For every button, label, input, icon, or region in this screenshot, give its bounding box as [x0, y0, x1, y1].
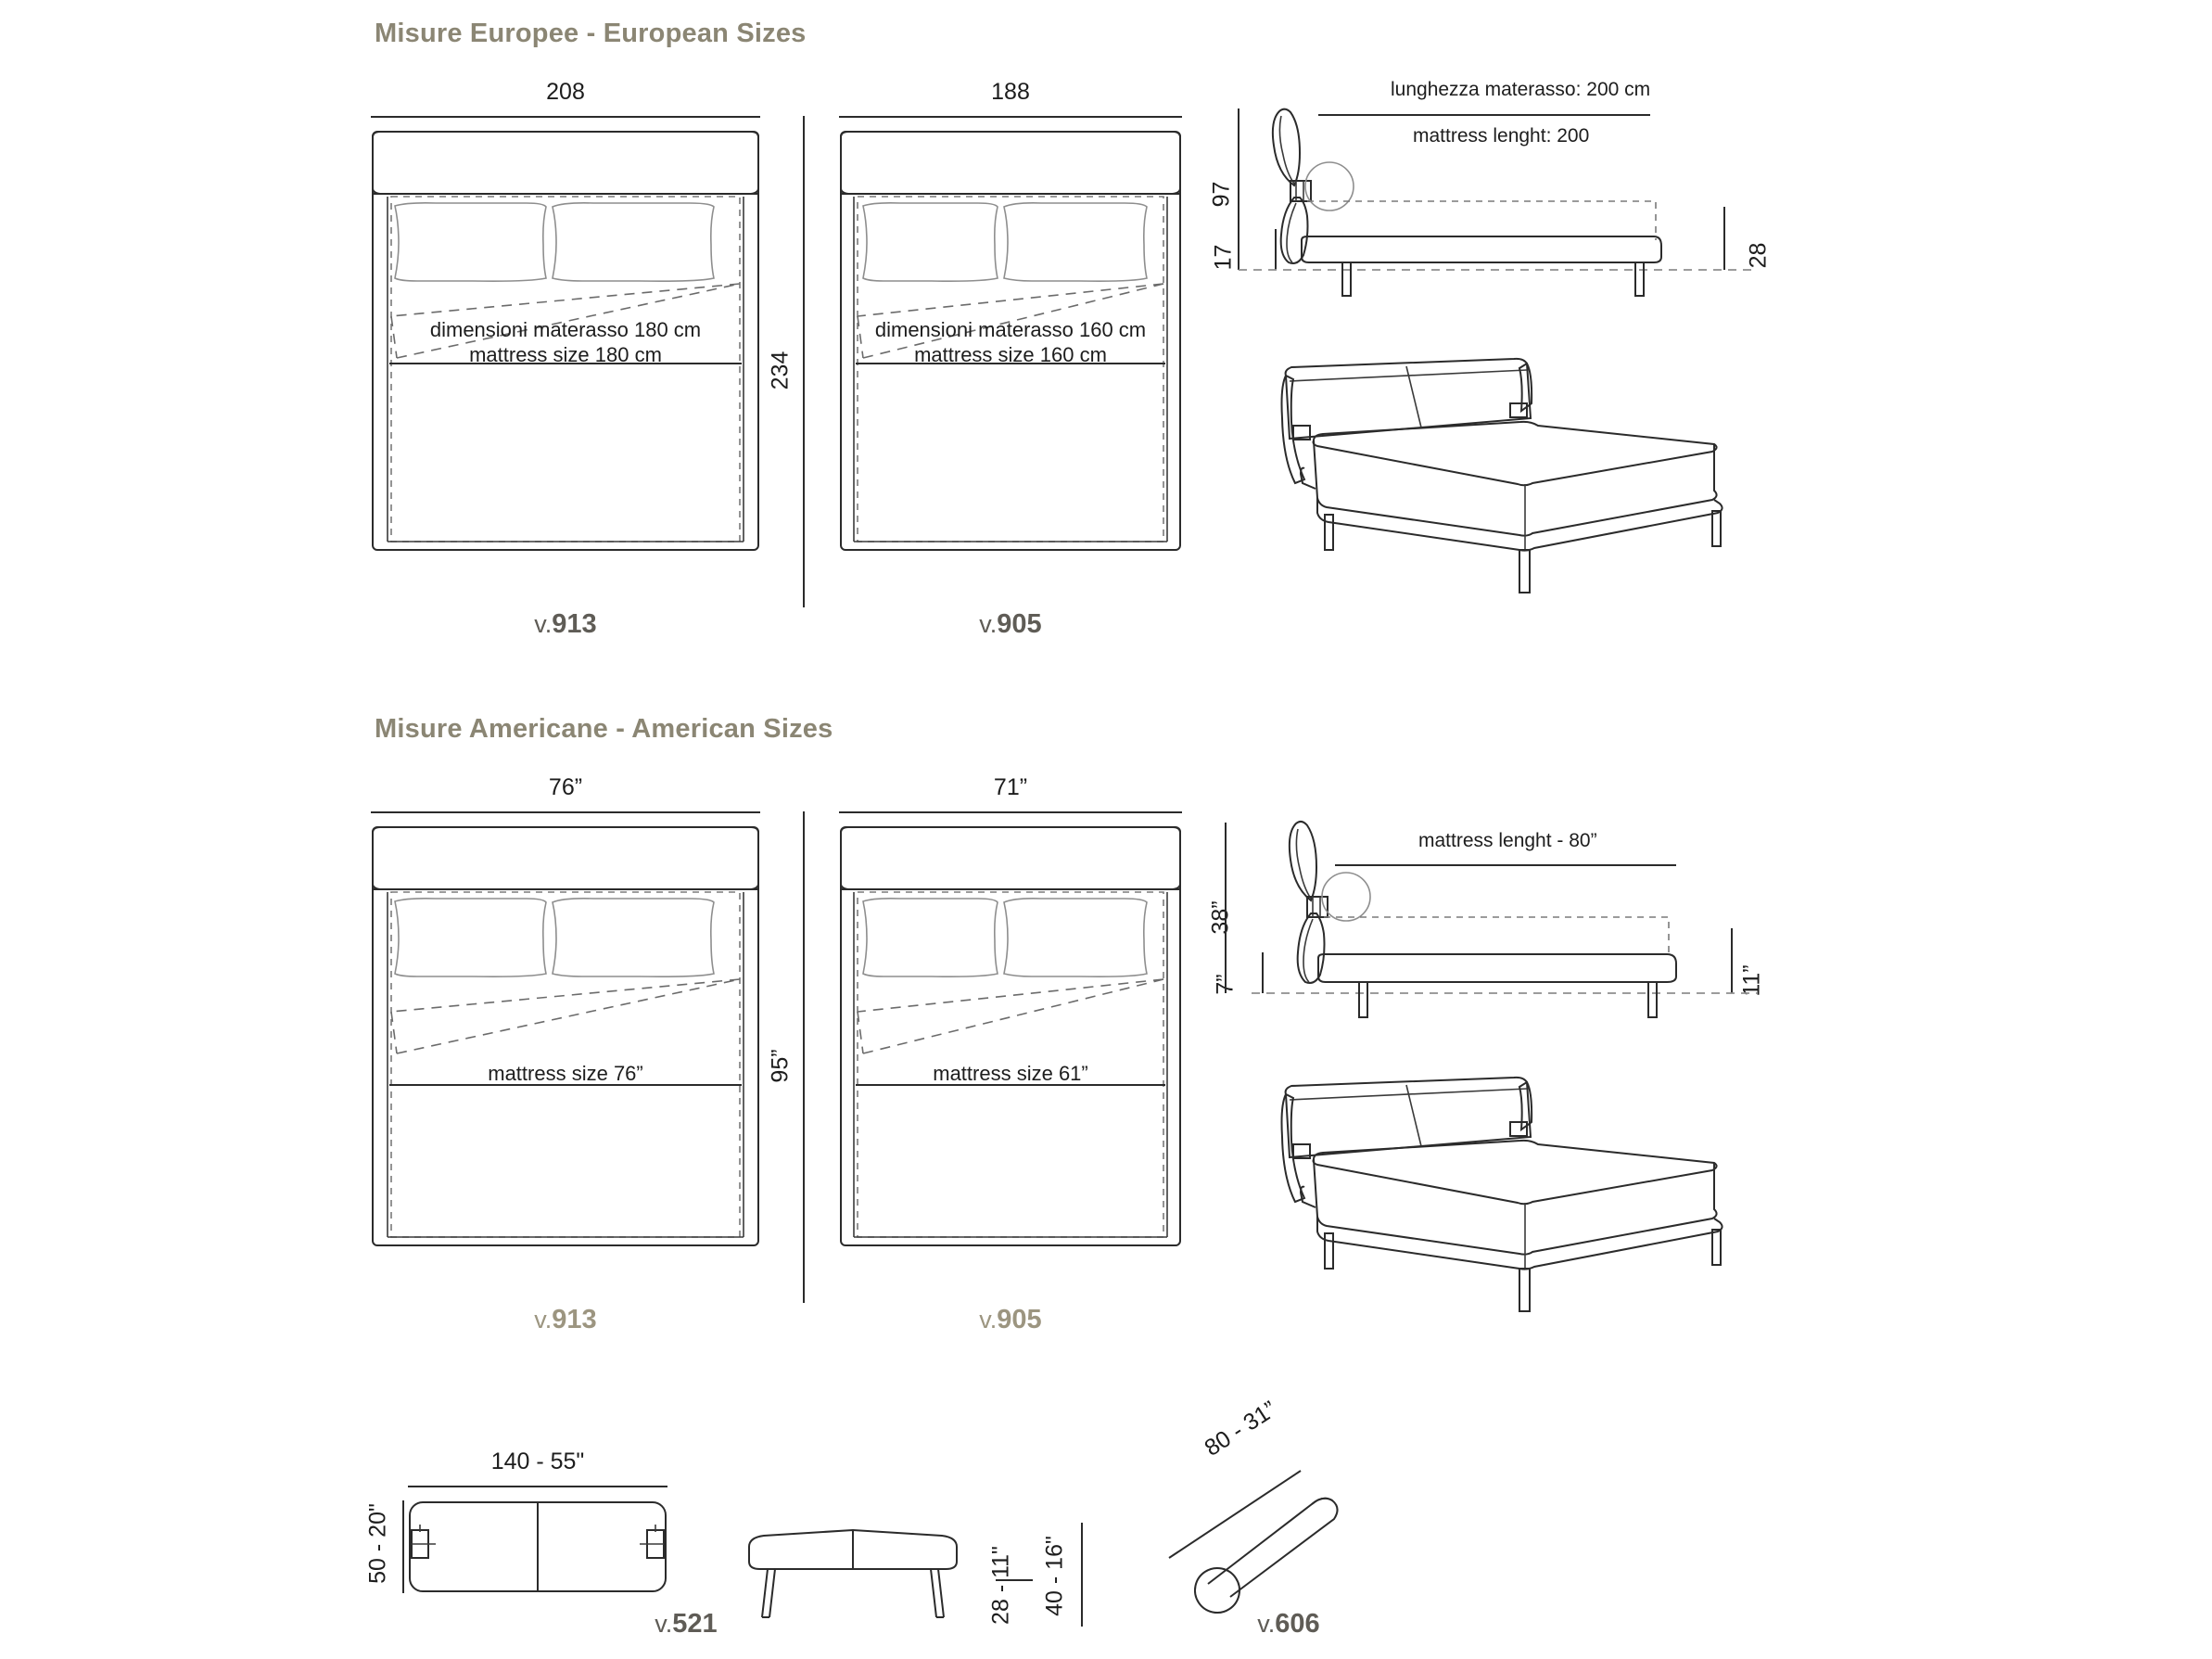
plan-view-eu-913: 208 dimensioni materasso 180 cm mattress…	[371, 79, 760, 639]
dim-width-eu-905: 188	[991, 79, 1030, 105]
code-number: 913	[552, 1305, 597, 1334]
dim-width-eu-913: 208	[546, 79, 585, 105]
dim-line-width-eu-905	[839, 116, 1182, 118]
bolster-drawing	[1168, 1470, 1339, 1614]
dim-line-bench-seat-height	[996, 1579, 1033, 1581]
dim-line-width-us-905	[839, 811, 1182, 813]
section-title-american: Misure Americane - American Sizes	[375, 714, 833, 744]
bed-plan-drawing-eu-913	[372, 131, 759, 551]
code-prefix: v.	[655, 1610, 673, 1638]
bench-plan-view: 140 - 55"	[408, 1448, 667, 1595]
dim-line-depth-eu	[803, 116, 805, 607]
plan-view-us-905: 71” mattress size 61” v.905	[839, 774, 1182, 1334]
bed-plan-drawing-us-905	[840, 826, 1181, 1246]
product-code-bench: v.521	[593, 1609, 779, 1640]
bed-side-drawing-eu	[1238, 108, 1758, 297]
bed-plan-drawing-us-913	[372, 826, 759, 1246]
dim-bench-seat-height-label: 28 - 11"	[987, 1546, 1014, 1625]
dim-line-width-us-913	[371, 811, 760, 813]
label-mattress-en-eu-913: mattress size 180 cm	[469, 343, 662, 366]
dim-bench-total-height-label: 40 - 16"	[1041, 1536, 1068, 1616]
label-mattress-length-it-eu: lunghezza materasso: 200 cm	[1391, 79, 1651, 100]
product-code-eu-905: v.905	[839, 609, 1182, 640]
product-code-eu-913: v.913	[371, 609, 760, 640]
label-mattress-en-eu-905: mattress size 160 cm	[914, 343, 1107, 366]
label-mattress-it-eu-913: dimensioni materasso 180 cm	[429, 318, 702, 341]
code-prefix: v.	[534, 1306, 553, 1334]
code-prefix: v.	[534, 610, 553, 638]
product-code-us-913: v.913	[371, 1305, 760, 1335]
dim-line-width-eu-913	[371, 116, 760, 118]
dim-line-bench-width	[408, 1486, 667, 1487]
dim-depth-eu-label: 234	[767, 351, 794, 390]
code-number: 905	[997, 609, 1042, 639]
code-prefix: v.	[979, 610, 998, 638]
dim-depth-us-label: 95”	[767, 1049, 794, 1083]
dim-width-us-913: 76”	[548, 774, 583, 800]
bench-side-drawing	[748, 1528, 958, 1618]
code-prefix: v.	[979, 1306, 998, 1334]
code-prefix: v.	[1257, 1610, 1276, 1638]
product-code-bolster: v.606	[1196, 1609, 1381, 1640]
label-mattress-length-en-eu: mattress lenght: 200	[1413, 125, 1590, 147]
code-number: 905	[997, 1305, 1042, 1334]
plan-view-eu-905: 188 dimensioni materasso 160 cm mattress…	[839, 79, 1182, 639]
code-number: 521	[672, 1609, 718, 1639]
bed-plan-drawing-eu-905	[840, 131, 1181, 551]
section-title-european: Misure Europee - European Sizes	[375, 19, 807, 48]
dim-line-depth-us	[803, 811, 805, 1303]
dim-line-bench-total-height	[1081, 1523, 1083, 1627]
label-mattress-length-en-us: mattress lenght - 80”	[1418, 830, 1597, 851]
bed-side-drawing-us	[1225, 820, 1758, 1018]
bed-perspective-eu	[1280, 357, 1723, 593]
label-mattress-en-us-913: mattress size 76”	[488, 1062, 643, 1085]
code-number: 913	[552, 609, 597, 639]
product-code-us-905: v.905	[839, 1305, 1182, 1335]
label-mattress-it-eu-905: dimensioni materasso 160 cm	[874, 318, 1147, 341]
dim-line-bench-depth	[402, 1500, 404, 1593]
bench-plan-drawing	[409, 1501, 667, 1592]
side-elevation-eu: 97 17 28 lunghezza materasso: 200 cm mat…	[1205, 79, 1772, 297]
dim-width-us-905: 71”	[993, 774, 1028, 800]
code-number: 606	[1275, 1609, 1320, 1639]
side-elevation-us: 38” 7” 11” mattress lenght - 80”	[1205, 811, 1765, 1018]
dim-bench-depth-label: 50 - 20"	[364, 1503, 391, 1584]
label-mattress-en-us-905: mattress size 61”	[933, 1062, 1088, 1085]
plan-view-us-913: 76” mattress size 76” v.913	[371, 774, 760, 1334]
dim-bench-width: 140 - 55"	[490, 1448, 585, 1474]
bed-perspective-us	[1280, 1076, 1723, 1312]
